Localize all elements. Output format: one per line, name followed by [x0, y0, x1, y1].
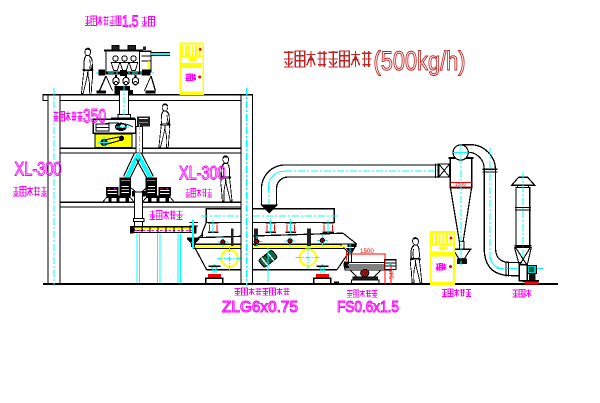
svg-text:350: 350: [83, 107, 106, 128]
svg-text:XL-300: XL-300: [15, 160, 62, 181]
svg-text:(500kg/h): (500kg/h): [374, 46, 466, 76]
svg-text:FS0.6x1.5: FS0.6x1.5: [337, 299, 399, 316]
svg-text:545: 545: [389, 268, 396, 279]
svg-text:1500: 1500: [360, 248, 374, 255]
svg-text:XL-300: XL-300: [179, 163, 226, 184]
svg-text:1.5: 1.5: [122, 14, 139, 31]
svg-text:ZLG6x0.75: ZLG6x0.75: [222, 299, 298, 316]
